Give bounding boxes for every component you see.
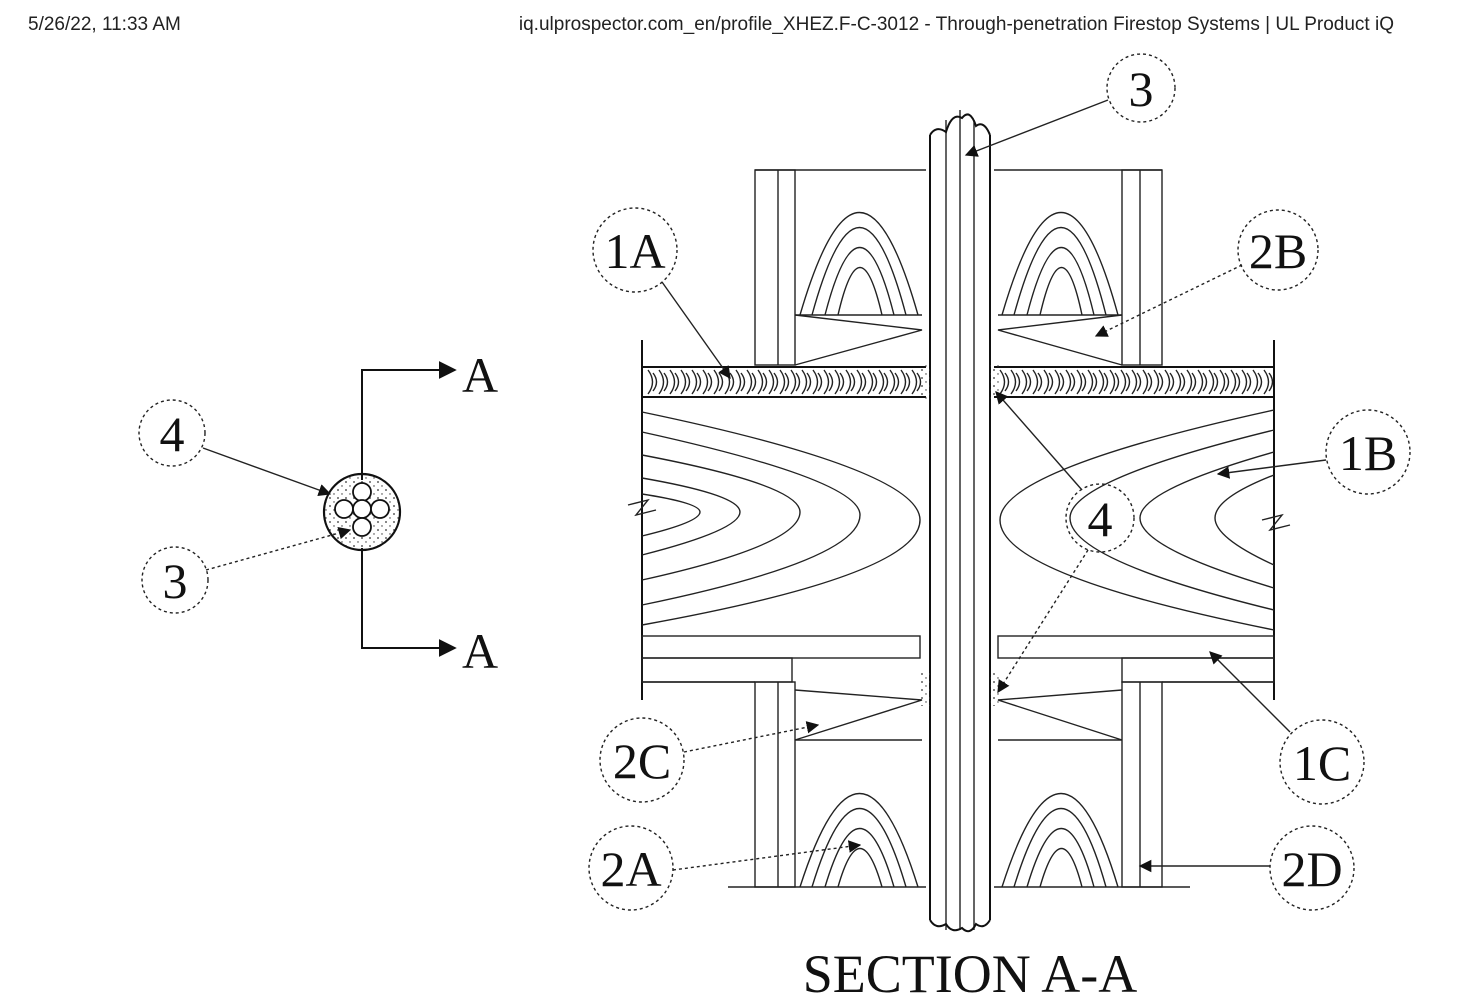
section-marker-bottom: A [462,623,498,679]
cable-conductors [334,482,390,537]
lower-wall-assembly [728,681,1190,888]
section-view: 3 1A 2B 1B 4 2C 1C [588,53,1411,1002]
leader-section-4-top [995,391,1083,491]
callout-bubble-1a [592,207,678,293]
section-callouts: 3 1A 2B 1B 4 2C 1C [588,53,1411,911]
section-caption: SECTION A-A [803,944,1138,1002]
callout-bubble-2b [1237,209,1319,291]
leader-2b [1094,264,1243,337]
callout-2b: 2B [1249,223,1307,279]
callout-bubble-2a [588,825,674,911]
callout-section-3: 3 [1129,61,1154,117]
leader-2c [683,721,820,753]
callout-1b: 1B [1339,425,1397,481]
leader-2a [672,840,862,871]
ceiling-layer-1c [641,635,1275,683]
callout-bubble-3 [1106,53,1176,123]
leader-section-3 [964,99,1109,157]
plan-view: A A 4 3 [138,347,498,679]
print-page-title: iq.ulprospector.com_en/profile_XHEZ.F-C-… [518,14,1394,35]
callout-1c: 1C [1293,735,1351,791]
callout-1a: 1A [604,223,665,279]
callout-2c: 2C [613,733,671,789]
leader-section-4-bottom [997,549,1089,694]
leader-plan-3 [205,526,352,571]
callout-plan-3: 3 [163,553,188,609]
leader-1a [661,281,731,380]
section-cut-line-bottom [361,548,457,657]
callout-bubble-4 [1065,483,1135,553]
callout-bubble-1b [1325,409,1411,495]
section-marker-top: A [462,347,498,403]
print-timestamp: 5/26/22, 11:33 AM [28,14,181,35]
callout-bubble-2d [1269,825,1355,911]
callout-bubble-plan-4 [138,399,206,467]
callout-section-4: 4 [1088,491,1113,547]
callout-2d: 2D [1281,841,1342,897]
section-cut-line-top [361,361,457,480]
upper-wall-assembly [754,169,1163,366]
callout-bubble-2c [599,717,685,803]
leader-plan-4 [202,447,332,497]
callout-bubble-plan-3 [141,546,209,614]
leader-1b [1216,459,1327,479]
callout-2a: 2A [600,841,661,897]
callout-bubble-1c [1279,719,1365,805]
callout-plan-4: 4 [160,406,185,462]
cable-penetrant-3 [920,110,1000,933]
print-header: 5/26/22, 11:33 AM iq.ulprospector.com_en… [28,14,1394,40]
leader-1c [1209,651,1291,733]
